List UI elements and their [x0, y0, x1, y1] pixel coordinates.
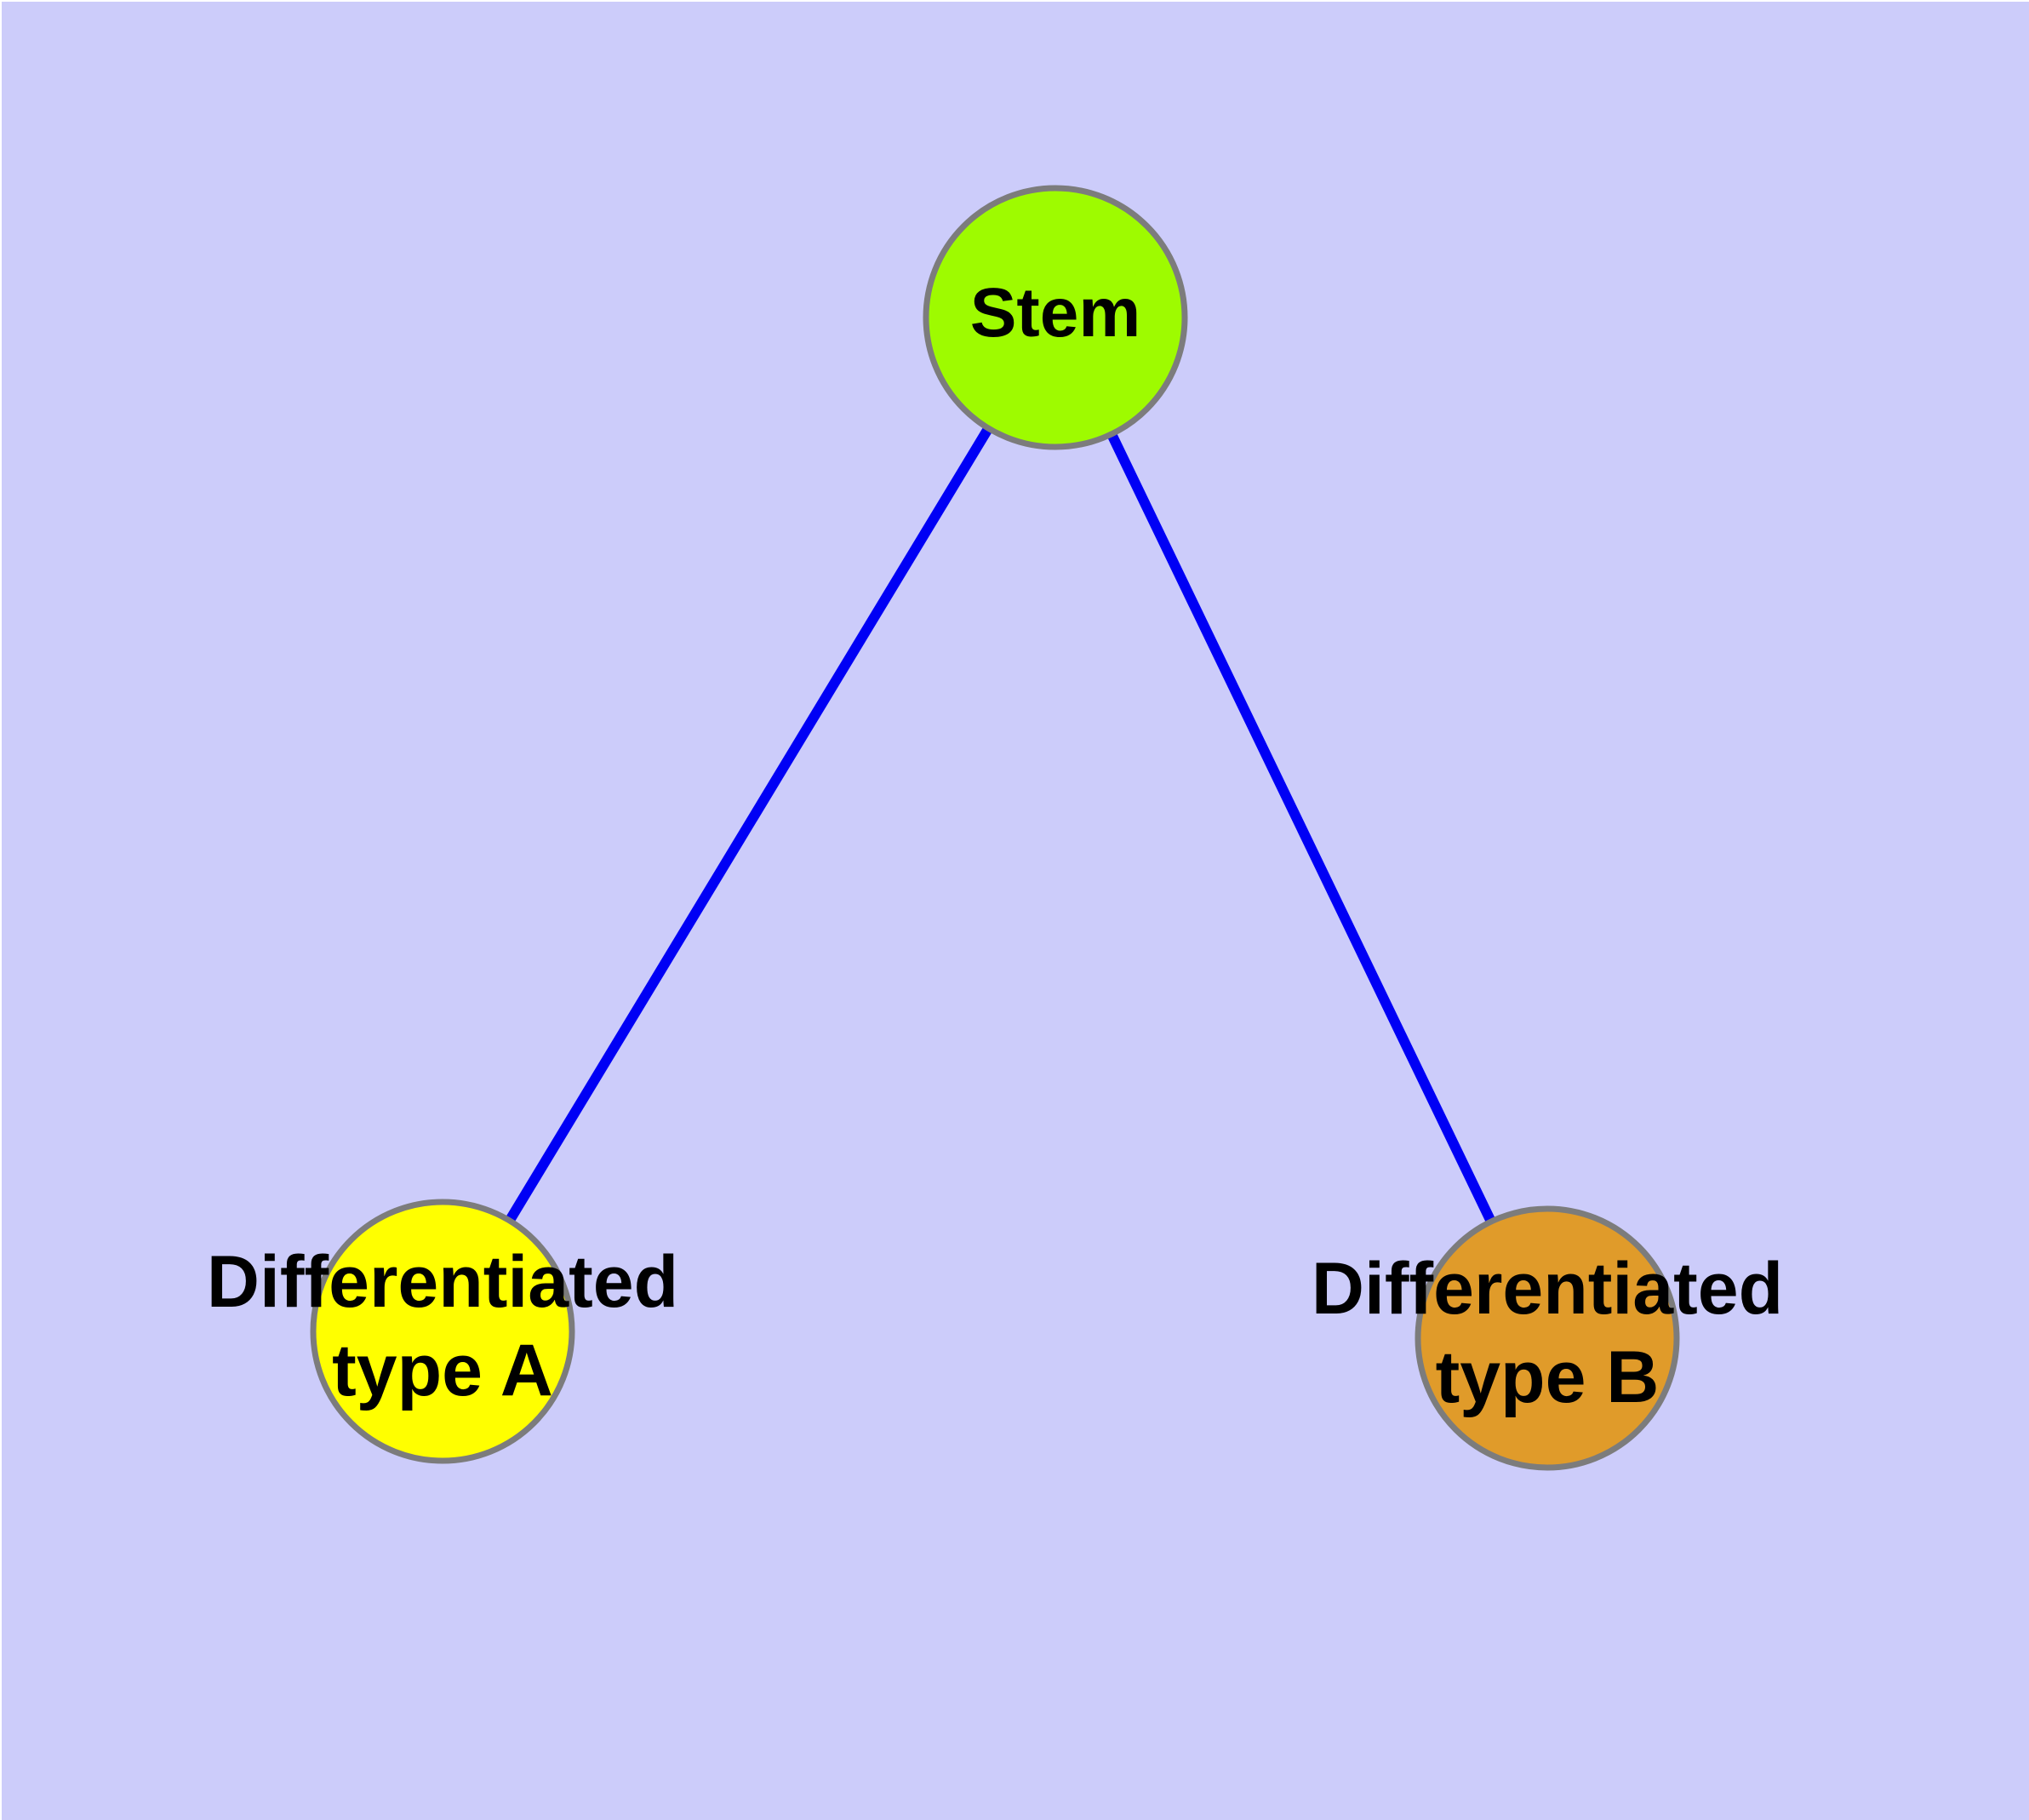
graph-node-stem[interactable]: Stem: [923, 185, 1188, 450]
node-label-line: Differentiated: [1312, 1248, 1783, 1330]
node-label-line: Stem: [970, 274, 1141, 352]
node-shape-stem[interactable]: [923, 185, 1188, 450]
graph-edge-stem-to-diff-a[interactable]: [437, 314, 1060, 1335]
node-label-line: Differentiated: [207, 1241, 678, 1323]
node-shape-diff-b[interactable]: [1415, 1205, 1680, 1471]
node-label-line: type A: [332, 1330, 553, 1411]
node-label-line: type B: [1436, 1336, 1660, 1418]
edges-layer: [437, 314, 1552, 1341]
node-shape-diff-a[interactable]: [310, 1199, 575, 1464]
graph-edge-stem-to-diff-b[interactable]: [1050, 315, 1552, 1341]
node-label-stem: Stem: [970, 274, 1141, 352]
